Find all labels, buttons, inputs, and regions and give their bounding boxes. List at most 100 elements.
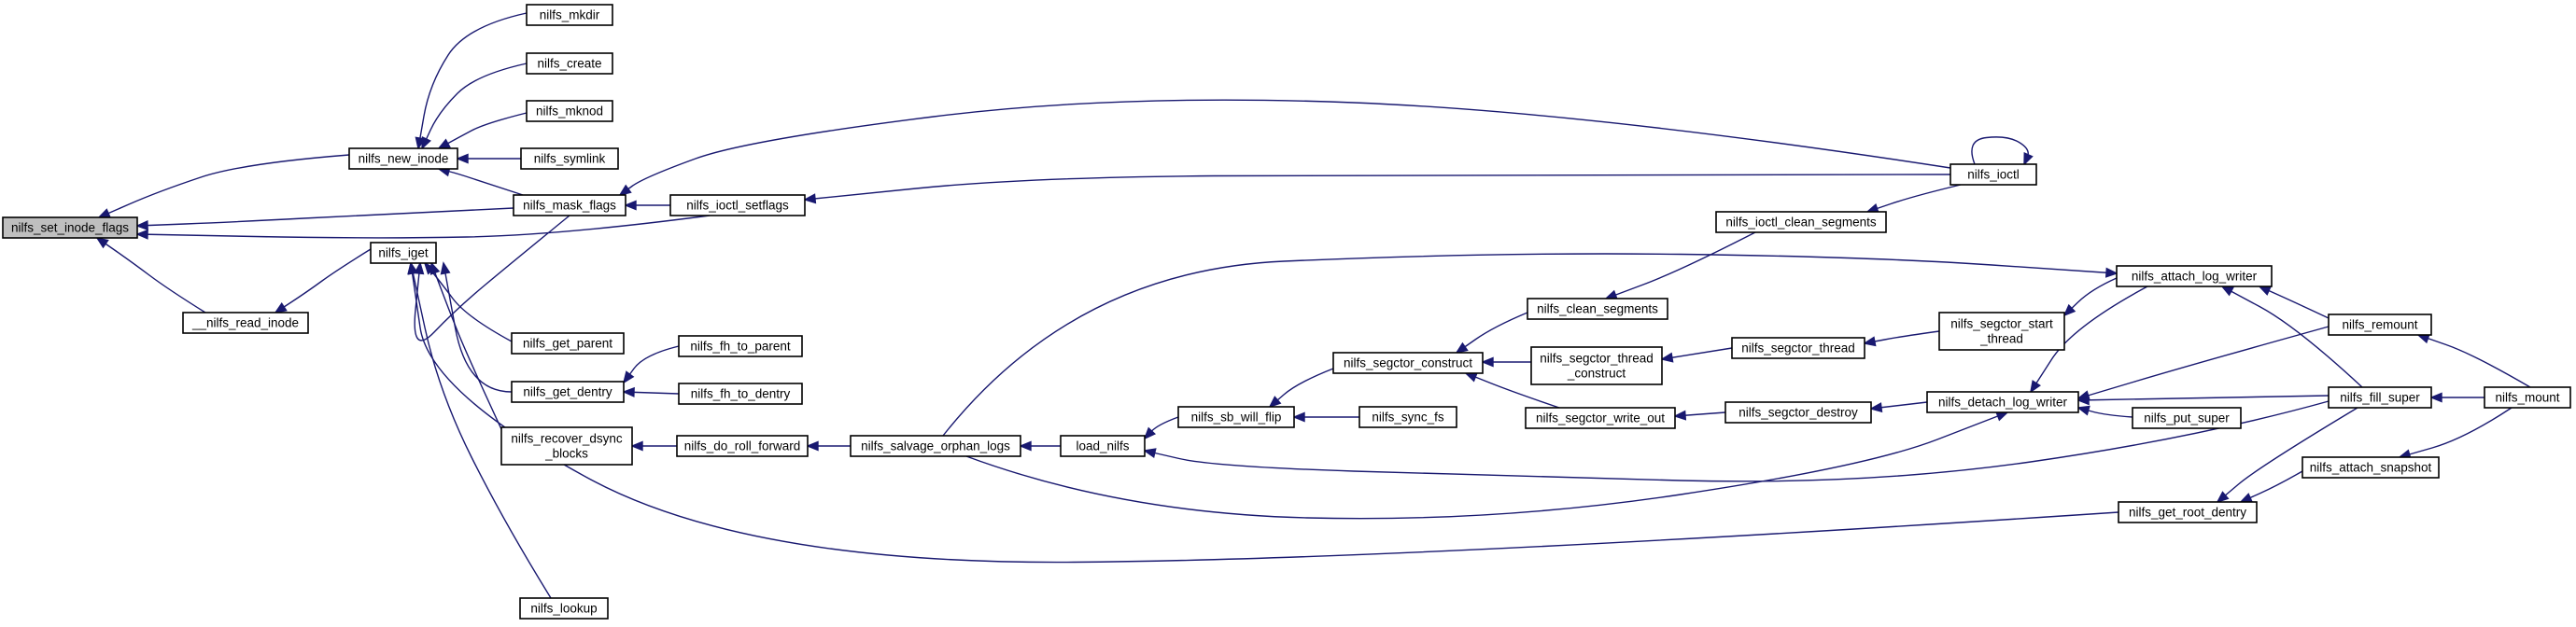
- edge-ioctl-setflags-to-mask-flags: [624, 200, 670, 211]
- edge-fill-super-to-load-nilfs: [1143, 400, 2330, 482]
- node-label: nilfs_sync_fs: [1372, 411, 1444, 425]
- edge-get-dentry-to-iget: [440, 261, 513, 393]
- node-label: nilfs_create: [537, 57, 601, 71]
- node-attach-log-writer[interactable]: nilfs_attach_log_writer: [2116, 265, 2273, 287]
- edge-fill-super-to-get-root-dentry: [2216, 407, 2358, 504]
- node-label: nilfs_mask_flags: [523, 199, 616, 213]
- node-segctor-destroy[interactable]: nilfs_segctor_destroy: [1724, 401, 1872, 424]
- node-mount[interactable]: nilfs_mount: [2484, 386, 2571, 409]
- node-label: _blocks: [544, 447, 588, 461]
- node-label: nilfs_set_inode_flags: [11, 221, 129, 235]
- node-salvage[interactable]: nilfs_salvage_orphan_logs: [850, 435, 1021, 457]
- node-clean-segments[interactable]: nilfs_clean_segments: [1527, 298, 1668, 320]
- node-fill-super[interactable]: nilfs_fill_super: [2328, 386, 2432, 409]
- node-sync-fs[interactable]: nilfs_sync_fs: [1358, 406, 1457, 428]
- node-label: nilfs_segctor_construct: [1344, 356, 1472, 370]
- node-segctor-write-out[interactable]: nilfs_segctor_write_out: [1525, 407, 1676, 429]
- node-label: load_nilfs: [1076, 439, 1129, 453]
- node-label: nilfs_ioctl: [1967, 168, 2020, 182]
- node-remount[interactable]: nilfs_remount: [2328, 314, 2432, 336]
- node-label: nilfs_mount: [2495, 391, 2559, 405]
- edge-fh-to-parent-to-get-dentry: [622, 345, 680, 384]
- node-label: nilfs_ioctl_setflags: [686, 199, 789, 213]
- node-segctor-thread[interactable]: nilfs_segctor_thread: [1731, 337, 1865, 359]
- edge-do-roll-forward-to-recover-dsync: [630, 440, 677, 452]
- edge-mask-flags-to-set-inode-flags: [135, 207, 514, 231]
- node-label: nilfs_fh_to_dentry: [691, 387, 791, 401]
- node-segctor-construct[interactable]: nilfs_segctor_construct: [1332, 352, 1484, 374]
- node-label: nilfs_recover_dsync: [511, 432, 623, 446]
- node-symlink[interactable]: nilfs_symlink: [520, 147, 619, 170]
- node-detach-log-writer[interactable]: nilfs_detach_log_writer: [1926, 391, 2079, 413]
- edge-attach-log-writer-to-segctor-start-thread: [2062, 277, 2118, 317]
- node-label: nilfs_get_dentry: [523, 385, 612, 399]
- edge-ioctl-setflags-to-set-inode-flags: [135, 215, 711, 240]
- edge-ioctl-to-mask-flags: [618, 99, 1951, 197]
- node-attach-snapshot[interactable]: nilfs_attach_snapshot: [2302, 456, 2440, 479]
- node-put-super[interactable]: nilfs_put_super: [2132, 407, 2242, 429]
- edge-detach-log-writer-to-segctor-destroy: [1869, 401, 1928, 413]
- edge-salvage-to-do-roll-forward: [806, 440, 851, 452]
- edge-ioctl-to-ioctl-clean-segments: [1865, 184, 1962, 214]
- node-label: nilfs_put_super: [2144, 411, 2230, 425]
- node-label: nilfs_mkdir: [540, 8, 600, 22]
- node-fh-to-parent[interactable]: nilfs_fh_to_parent: [678, 335, 803, 357]
- node-ioctl-clean-segments[interactable]: nilfs_ioctl_clean_segments: [1715, 211, 1887, 233]
- node-label: nilfs_do_roll_forward: [684, 439, 801, 453]
- edge-new-inode-to-set-inode-flags: [97, 154, 350, 218]
- node-get-dentry[interactable]: nilfs_get_dentry: [511, 381, 625, 403]
- node-label: nilfs_segctor_start: [1950, 317, 2053, 331]
- edge-clean-segments-to-segctor-construct: [1455, 312, 1528, 355]
- node-set-inode-flags: nilfs_set_inode_flags: [2, 216, 138, 239]
- node-label: __nilfs_read_inode: [191, 316, 299, 330]
- edge-mkdir-to-new-inode: [415, 12, 528, 150]
- node-read-inode[interactable]: __nilfs_read_inode: [182, 312, 309, 334]
- node-label: nilfs_new_inode: [359, 152, 449, 166]
- edge-read-inode-to-set-inode-flags: [95, 236, 206, 314]
- edge-recover-dsync-to-iget: [429, 261, 502, 430]
- edge-ioctl-to-ioctl: [1971, 136, 2034, 166]
- node-segctor-thread-construct[interactable]: nilfs_segctor_thread_construct: [1530, 346, 1663, 385]
- node-label: nilfs_salvage_orphan_logs: [861, 439, 1010, 453]
- node-label: nilfs_attach_log_writer: [2132, 270, 2258, 284]
- edge-get-parent-to-iget: [423, 261, 513, 342]
- node-mknod[interactable]: nilfs_mknod: [526, 100, 613, 122]
- node-iget[interactable]: nilfs_iget: [370, 242, 437, 264]
- node-ioctl[interactable]: nilfs_ioctl: [1950, 163, 2037, 186]
- node-load-nilfs[interactable]: load_nilfs: [1060, 435, 1146, 457]
- node-label: nilfs_fh_to_parent: [690, 340, 791, 354]
- node-fh-to-dentry[interactable]: nilfs_fh_to_dentry: [678, 383, 803, 405]
- edge-iget-to-read-inode: [274, 248, 372, 314]
- node-get-root-dentry[interactable]: nilfs_get_root_dentry: [2118, 501, 2258, 523]
- edge-get-root-dentry-to-iget: [407, 261, 2119, 564]
- node-segctor-start-thread[interactable]: nilfs_segctor_start_thread: [1938, 312, 2065, 351]
- node-label: nilfs_segctor_thread: [1540, 352, 1654, 366]
- node-label: nilfs_segctor_write_out: [1536, 411, 1665, 425]
- edge-salvage-to-attach-log-writer: [942, 253, 2119, 437]
- node-mkdir[interactable]: nilfs_mkdir: [526, 4, 613, 26]
- node-lookup[interactable]: nilfs_lookup: [519, 597, 609, 620]
- call-edges: [95, 12, 2531, 599]
- edge-mknod-to-new-inode: [437, 112, 528, 149]
- node-sb-will-flip[interactable]: nilfs_sb_will_flip: [1177, 406, 1295, 428]
- node-label: nilfs_ioctl_clean_segments: [1725, 216, 1877, 230]
- edge-segctor-destroy-to-segctor-write-out: [1673, 410, 1726, 421]
- node-do-roll-forward[interactable]: nilfs_do_roll_forward: [676, 435, 809, 457]
- node-label: nilfs_clean_segments: [1537, 302, 1658, 316]
- edge-symlink-to-new-inode: [456, 153, 521, 164]
- node-recover-dsync[interactable]: nilfs_recover_dsync_blocks: [500, 426, 633, 466]
- node-new-inode[interactable]: nilfs_new_inode: [348, 147, 458, 170]
- node-create[interactable]: nilfs_create: [526, 52, 613, 75]
- node-label: nilfs_lookup: [530, 602, 597, 616]
- edge-ioctl-to-ioctl-setflags: [803, 174, 1951, 204]
- node-label: nilfs_iget: [378, 246, 429, 260]
- edge-put-super-to-detach-log-writer: [2076, 405, 2133, 418]
- edge-remount-to-attach-log-writer: [2258, 286, 2330, 319]
- node-get-parent[interactable]: nilfs_get_parent: [511, 332, 625, 355]
- node-ioctl-setflags[interactable]: nilfs_ioctl_setflags: [669, 194, 806, 216]
- node-label: nilfs_get_parent: [523, 337, 612, 351]
- edge-mount-to-remount: [2416, 333, 2531, 388]
- node-mask-flags[interactable]: nilfs_mask_flags: [513, 194, 626, 216]
- node-label: nilfs_segctor_destroy: [1738, 406, 1858, 420]
